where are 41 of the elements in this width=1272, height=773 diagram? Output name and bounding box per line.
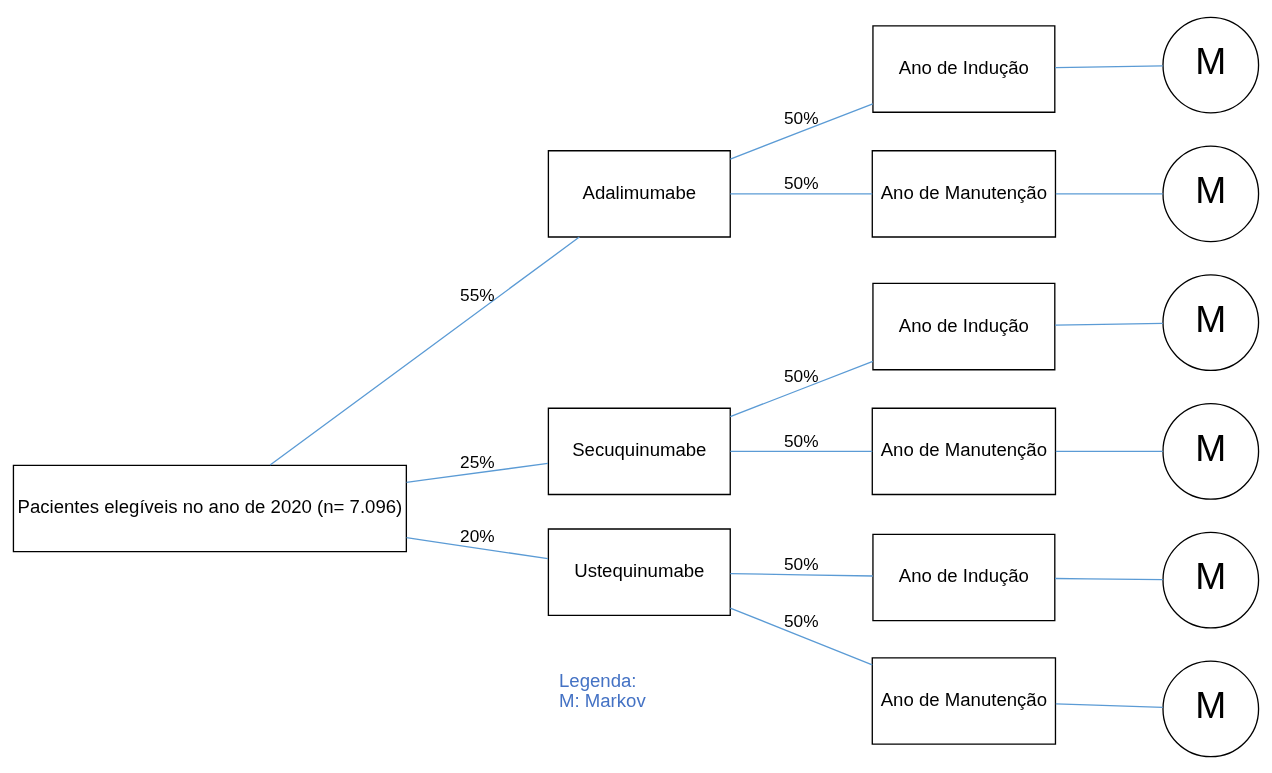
edge-label: 50% bbox=[784, 172, 819, 193]
node-box: Secuquinumabe bbox=[547, 407, 731, 495]
connector bbox=[1054, 577, 1164, 580]
edge-label: 25% bbox=[460, 451, 495, 472]
node-box: Ano de Indução bbox=[872, 24, 1056, 113]
node-circle: M bbox=[1162, 16, 1260, 114]
node-box: Ano de Indução bbox=[872, 282, 1056, 370]
connector bbox=[729, 606, 873, 665]
connector bbox=[405, 462, 549, 483]
edge-label: 50% bbox=[784, 610, 819, 631]
edge-label: 50% bbox=[784, 430, 819, 451]
connector bbox=[405, 536, 549, 559]
connector bbox=[729, 572, 874, 577]
node-circle: M bbox=[1162, 402, 1260, 500]
node-box: Pacientes elegíveis no ano de 2020 (n= 7.096) bbox=[12, 464, 407, 552]
label: Legenda: bbox=[559, 669, 637, 691]
node-box: Ustequinumabe bbox=[547, 527, 731, 616]
connector bbox=[1055, 192, 1164, 195]
edge-label: 20% bbox=[460, 525, 495, 546]
connector bbox=[729, 450, 873, 452]
connector bbox=[1054, 322, 1164, 326]
node-box: Ano de Indução bbox=[872, 533, 1056, 621]
connector bbox=[729, 102, 874, 160]
node-circle: M bbox=[1162, 531, 1260, 629]
connector bbox=[1055, 702, 1164, 708]
connector bbox=[729, 192, 873, 195]
edge-label: 50% bbox=[784, 365, 819, 386]
edge-label: 55% bbox=[460, 284, 495, 305]
node-circle: M bbox=[1162, 273, 1260, 371]
node-box: Ano de Manutenção bbox=[871, 407, 1057, 495]
edge-label: 50% bbox=[784, 553, 819, 574]
node-box: Ano de Manutenção bbox=[871, 149, 1057, 238]
node-circle: M bbox=[1162, 144, 1260, 242]
edge-label: 50% bbox=[784, 107, 819, 128]
connector bbox=[729, 360, 874, 417]
node-circle: M bbox=[1162, 659, 1260, 757]
node-box: Adalimumabe bbox=[547, 149, 731, 238]
connector bbox=[1054, 64, 1164, 68]
connector bbox=[269, 235, 581, 466]
connector bbox=[1055, 450, 1164, 452]
node-box: Ano de Manutenção bbox=[871, 656, 1057, 745]
